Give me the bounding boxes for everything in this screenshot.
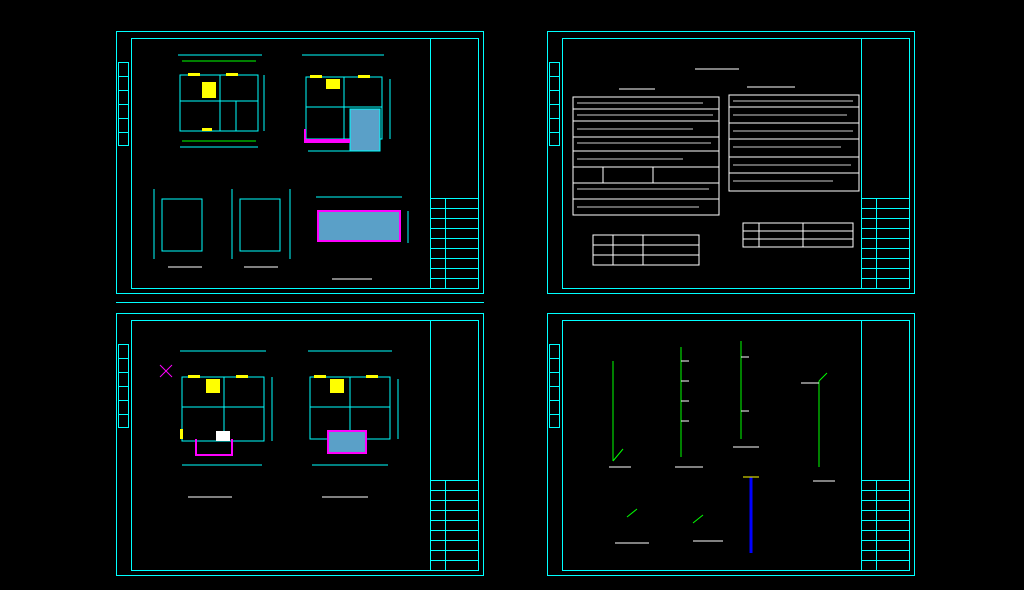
- sheet-1-side-strip: [118, 62, 129, 146]
- drawing-sheet-2[interactable]: [547, 31, 915, 294]
- sheet-4-frame: [562, 320, 910, 571]
- drawing-sheet-3[interactable]: [116, 313, 484, 576]
- sheet-4-title-block: [861, 321, 909, 570]
- section-details: [153, 189, 291, 259]
- sheet-2-title-block: [861, 39, 909, 288]
- pool-plan: [317, 210, 401, 242]
- sheet-3-drawing: [159, 350, 399, 498]
- sheet-3-title-block: [430, 321, 478, 570]
- row-separator-left: [116, 302, 484, 303]
- legend-table-left: [592, 234, 700, 266]
- floor-plan-upper-left: [178, 54, 265, 148]
- sheet-3-frame: [131, 320, 479, 571]
- drawing-sheet-4[interactable]: [547, 313, 915, 576]
- sheet-1-frame: [131, 38, 479, 289]
- floor-plan-lower-left: [180, 350, 273, 466]
- sheet-2-side-strip: [549, 62, 560, 146]
- design-notes-table-right: [728, 94, 860, 192]
- sheet-3-side-strip: [118, 344, 129, 428]
- sheet-1-drawing: [153, 54, 409, 280]
- sheet-2-drawing: [572, 68, 860, 266]
- sheet-4-drawing: [609, 341, 835, 553]
- sheet-4-side-strip: [549, 344, 560, 428]
- legend-table-right: [742, 222, 854, 248]
- pipe-riser-diagrams: [612, 341, 828, 524]
- drawing-sheet-1[interactable]: [116, 31, 484, 294]
- sheet-2-frame: [562, 38, 910, 289]
- design-notes-table-left: [572, 96, 720, 216]
- sheet-1-title-block: [430, 39, 478, 288]
